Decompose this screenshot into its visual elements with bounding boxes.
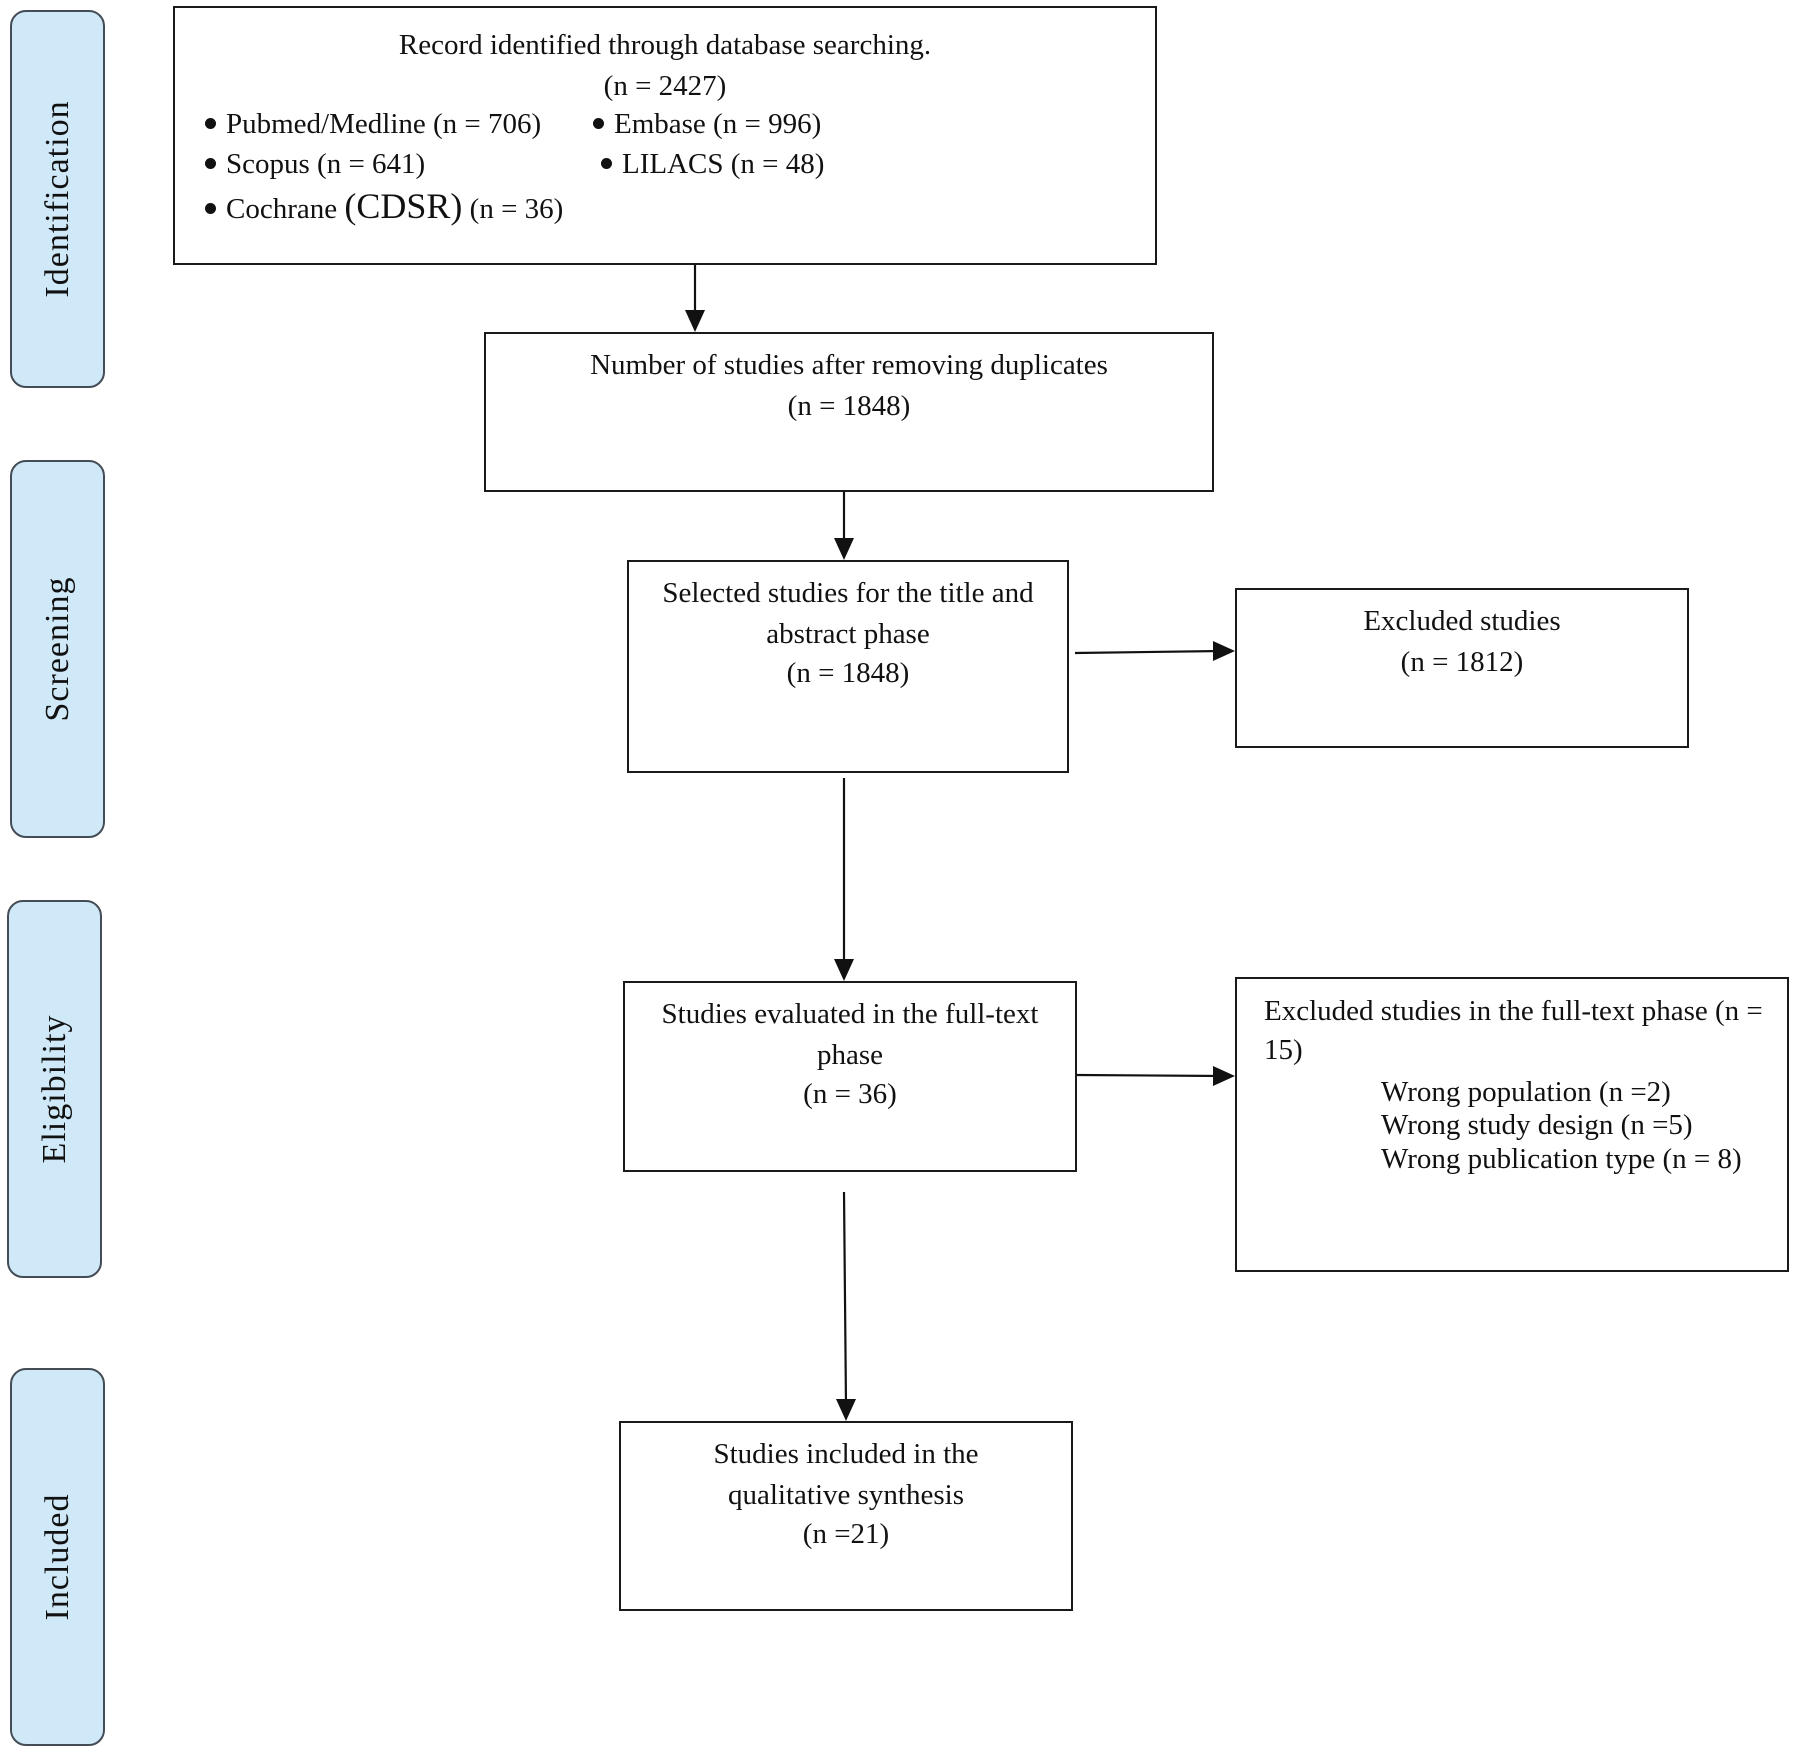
phase-identification: Identification bbox=[10, 10, 105, 388]
fulltext-line1: Studies evaluated in the full-text bbox=[661, 998, 1039, 1030]
screened-line2: abstract phase bbox=[766, 618, 930, 650]
arrowhead-icon bbox=[834, 538, 854, 560]
exclusion-reason: Wrong study design (n =5) bbox=[1381, 1109, 1693, 1141]
excluded-fulltext-title: Excluded studies in the full-text phase … bbox=[1264, 995, 1763, 1066]
fulltext-box: Studies evaluated in the full-text phase… bbox=[623, 981, 1077, 1172]
bullet-icon bbox=[205, 157, 216, 169]
bullet-icon bbox=[593, 117, 604, 129]
fulltext-count: (n = 36) bbox=[803, 1078, 897, 1110]
screened-count: (n = 1848) bbox=[786, 657, 910, 689]
source-pubmed: Pubmed/Medline (n = 706) bbox=[205, 104, 541, 145]
fulltext-line2: phase bbox=[816, 1039, 884, 1071]
arrow-fulltext-to-included bbox=[842, 1191, 848, 1407]
source-lilacs: LILACS (n = 48) bbox=[601, 144, 824, 185]
screened-box: Selected studies for the title and abstr… bbox=[627, 560, 1069, 773]
exclusion-reason: Wrong publication type (n = 8) bbox=[1381, 1143, 1742, 1175]
included-count: (n =21) bbox=[802, 1518, 890, 1550]
exclusion-reason: Wrong population (n =2) bbox=[1381, 1076, 1671, 1108]
excluded-screening-title: Excluded studies bbox=[1363, 605, 1561, 637]
arrowhead-icon bbox=[1213, 641, 1235, 661]
identified-records-box: Record identified through database searc… bbox=[173, 6, 1157, 265]
phase-screening: Screening bbox=[10, 460, 105, 838]
bullet-icon bbox=[205, 117, 216, 129]
deduplicated-count: (n = 1848) bbox=[787, 390, 911, 422]
included-line2: qualitative synthesis bbox=[728, 1479, 964, 1511]
source-cochrane: Cochrane (CDSR) (n = 36) bbox=[205, 186, 563, 230]
screened-line1: Selected studies for the title and bbox=[662, 577, 1034, 609]
identified-title: Record identified through database searc… bbox=[398, 29, 932, 61]
phase-eligibility: Eligibility bbox=[7, 900, 102, 1278]
arrowhead-icon bbox=[834, 959, 854, 981]
excluded-screening-box: Excluded studies (n = 1812) bbox=[1235, 588, 1689, 748]
arrowhead-icon bbox=[1213, 1066, 1235, 1086]
arrowhead-icon bbox=[836, 1399, 856, 1421]
deduplicated-title: Number of studies after removing duplica… bbox=[590, 349, 1108, 381]
arrowhead-icon bbox=[685, 310, 705, 332]
source-scopus: Scopus (n = 641) bbox=[205, 144, 425, 185]
phase-included: Included bbox=[10, 1368, 105, 1746]
arrow-screened-to-excluded bbox=[1074, 649, 1223, 655]
excluded-screening-count: (n = 1812) bbox=[1400, 646, 1524, 678]
identified-count: (n = 2427) bbox=[603, 70, 727, 102]
bullet-icon bbox=[601, 157, 612, 169]
included-studies-box: Studies included in the qualitative synt… bbox=[619, 1421, 1073, 1611]
deduplicated-box: Number of studies after removing duplica… bbox=[484, 332, 1214, 492]
excluded-fulltext-box: Excluded studies in the full-text phase … bbox=[1235, 977, 1789, 1272]
included-line1: Studies included in the bbox=[713, 1438, 979, 1470]
bullet-icon bbox=[205, 202, 216, 214]
source-embase: Embase (n = 996) bbox=[593, 104, 821, 145]
arrow-fulltext-to-excluded bbox=[1076, 1073, 1223, 1078]
